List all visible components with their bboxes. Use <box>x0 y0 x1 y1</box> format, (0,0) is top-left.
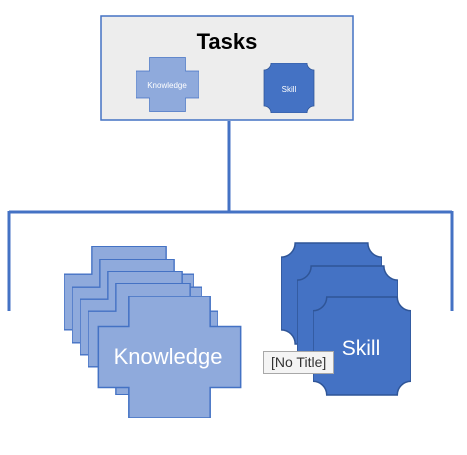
connector-lines <box>7 121 454 311</box>
knowledge-stack[interactable]: K Knowledge <box>64 246 242 418</box>
skill-stack[interactable]: Skill <box>281 242 411 396</box>
no-title-tooltip: [No Title] <box>263 351 335 374</box>
knowledge-label: Knowledge <box>114 344 223 369</box>
parent-knowledge-label: Knowledge <box>147 81 187 90</box>
parent-node[interactable]: Tasks Knowledge Skill <box>100 15 354 121</box>
parent-skill-label: Skill <box>282 85 297 94</box>
skill-label: Skill <box>342 337 381 360</box>
parent-title: Tasks <box>197 29 258 54</box>
